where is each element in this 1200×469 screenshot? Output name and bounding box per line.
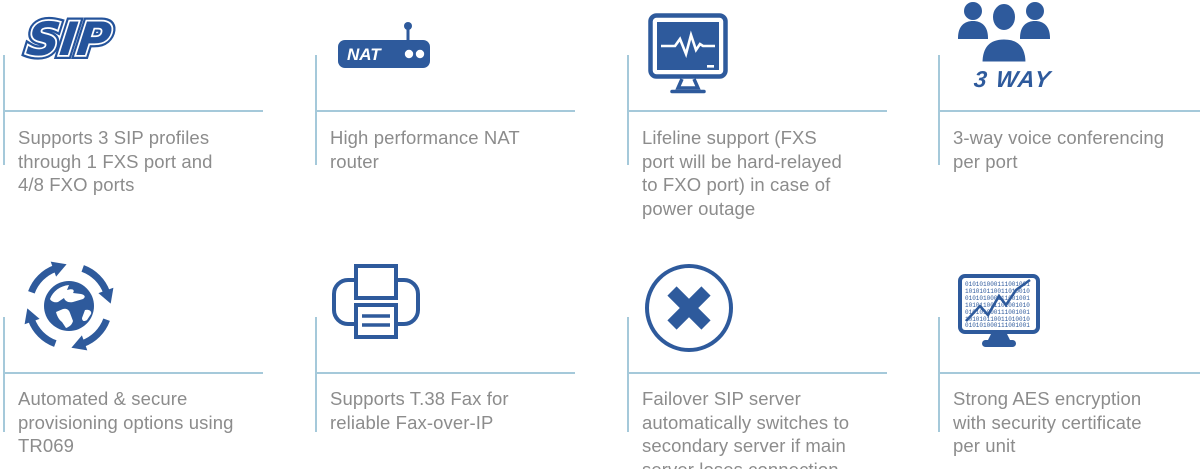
corner-line-horizontal [315, 372, 575, 374]
corner-line-vertical [3, 317, 5, 432]
corner-line-horizontal [3, 110, 263, 112]
sync-arrows [24, 261, 114, 351]
feature-cell-aes: 010101000111001001 101010110011010010 01… [938, 235, 1200, 469]
corner-line-horizontal [627, 372, 887, 374]
sip-logo: SIP SIP SIP [20, 8, 150, 70]
feature-cell-threeway: 3 WAY 3-way voice conferencing per port [938, 0, 1200, 234]
corner-line-horizontal [938, 110, 1200, 112]
binary-monitor-icon: 010101000111001001 101010110011010010 01… [958, 274, 1040, 347]
feature-cell-nat: NAT High performance NAT router [315, 0, 577, 234]
corner-line-horizontal [3, 372, 263, 374]
globe-sync-icon [24, 261, 114, 351]
trend-line [965, 278, 1031, 322]
binary-row: 101010110011010010 [965, 316, 1030, 323]
corner-line-horizontal [315, 110, 575, 112]
binary-row: 101011001101001010 [965, 302, 1030, 309]
corner-line-vertical [315, 317, 317, 432]
antenna-tip [404, 22, 412, 30]
feature-cell-sip: SIP SIP SIP Supports 3 SIP profiles thro… [3, 0, 265, 234]
feature-cell-lifeline: Lifeline support (FXS port will be hard-… [627, 0, 889, 234]
heartbeat-line [661, 30, 715, 59]
corner-line-horizontal [627, 110, 887, 112]
corner-line-vertical [627, 317, 629, 432]
feature-description: Lifeline support (FXS port will be hard-… [642, 127, 842, 219]
feature-description: Failover SIP server automatically switch… [642, 388, 850, 469]
feature-cell-provisioning: Automated & secure provisioning options … [3, 235, 265, 469]
heartbeat-monitor-icon [648, 13, 728, 94]
feature-cell-fax: Supports T.38 Fax for reliable Fax-over-… [315, 235, 577, 469]
binary-row: 010101000111001001 [965, 322, 1030, 329]
feature-description: Strong AES encryption with security cert… [953, 388, 1142, 456]
feature-description: Supports T.38 Fax for reliable Fax-over-… [330, 388, 509, 433]
three-users-icon [958, 1, 1050, 65]
nat-router-icon: NAT [338, 22, 430, 68]
feature-description: Automated & secure provisioning options … [18, 388, 234, 456]
feature-description: High performance NAT router [330, 127, 520, 172]
corner-line-horizontal [938, 372, 1200, 374]
corner-line-vertical [938, 317, 940, 432]
fax-printer-icon [332, 264, 420, 339]
crossed-circle-icon [645, 264, 733, 352]
feature-description: 3-way voice conferencing per port [953, 127, 1165, 172]
three-way-label: 3 WAY [972, 66, 1054, 92]
binary-row: 010101000111001001 [965, 309, 1030, 316]
feature-cell-failover: Failover SIP server automatically switch… [627, 235, 889, 469]
sip-logo-fill: SIP [23, 12, 115, 66]
binary-row: 101010110011010010 [965, 288, 1030, 295]
nat-label: NAT [347, 45, 382, 64]
binary-row: 010101000111001001 [965, 281, 1030, 288]
feature-description: Supports 3 SIP profiles through 1 FXS po… [18, 127, 213, 195]
